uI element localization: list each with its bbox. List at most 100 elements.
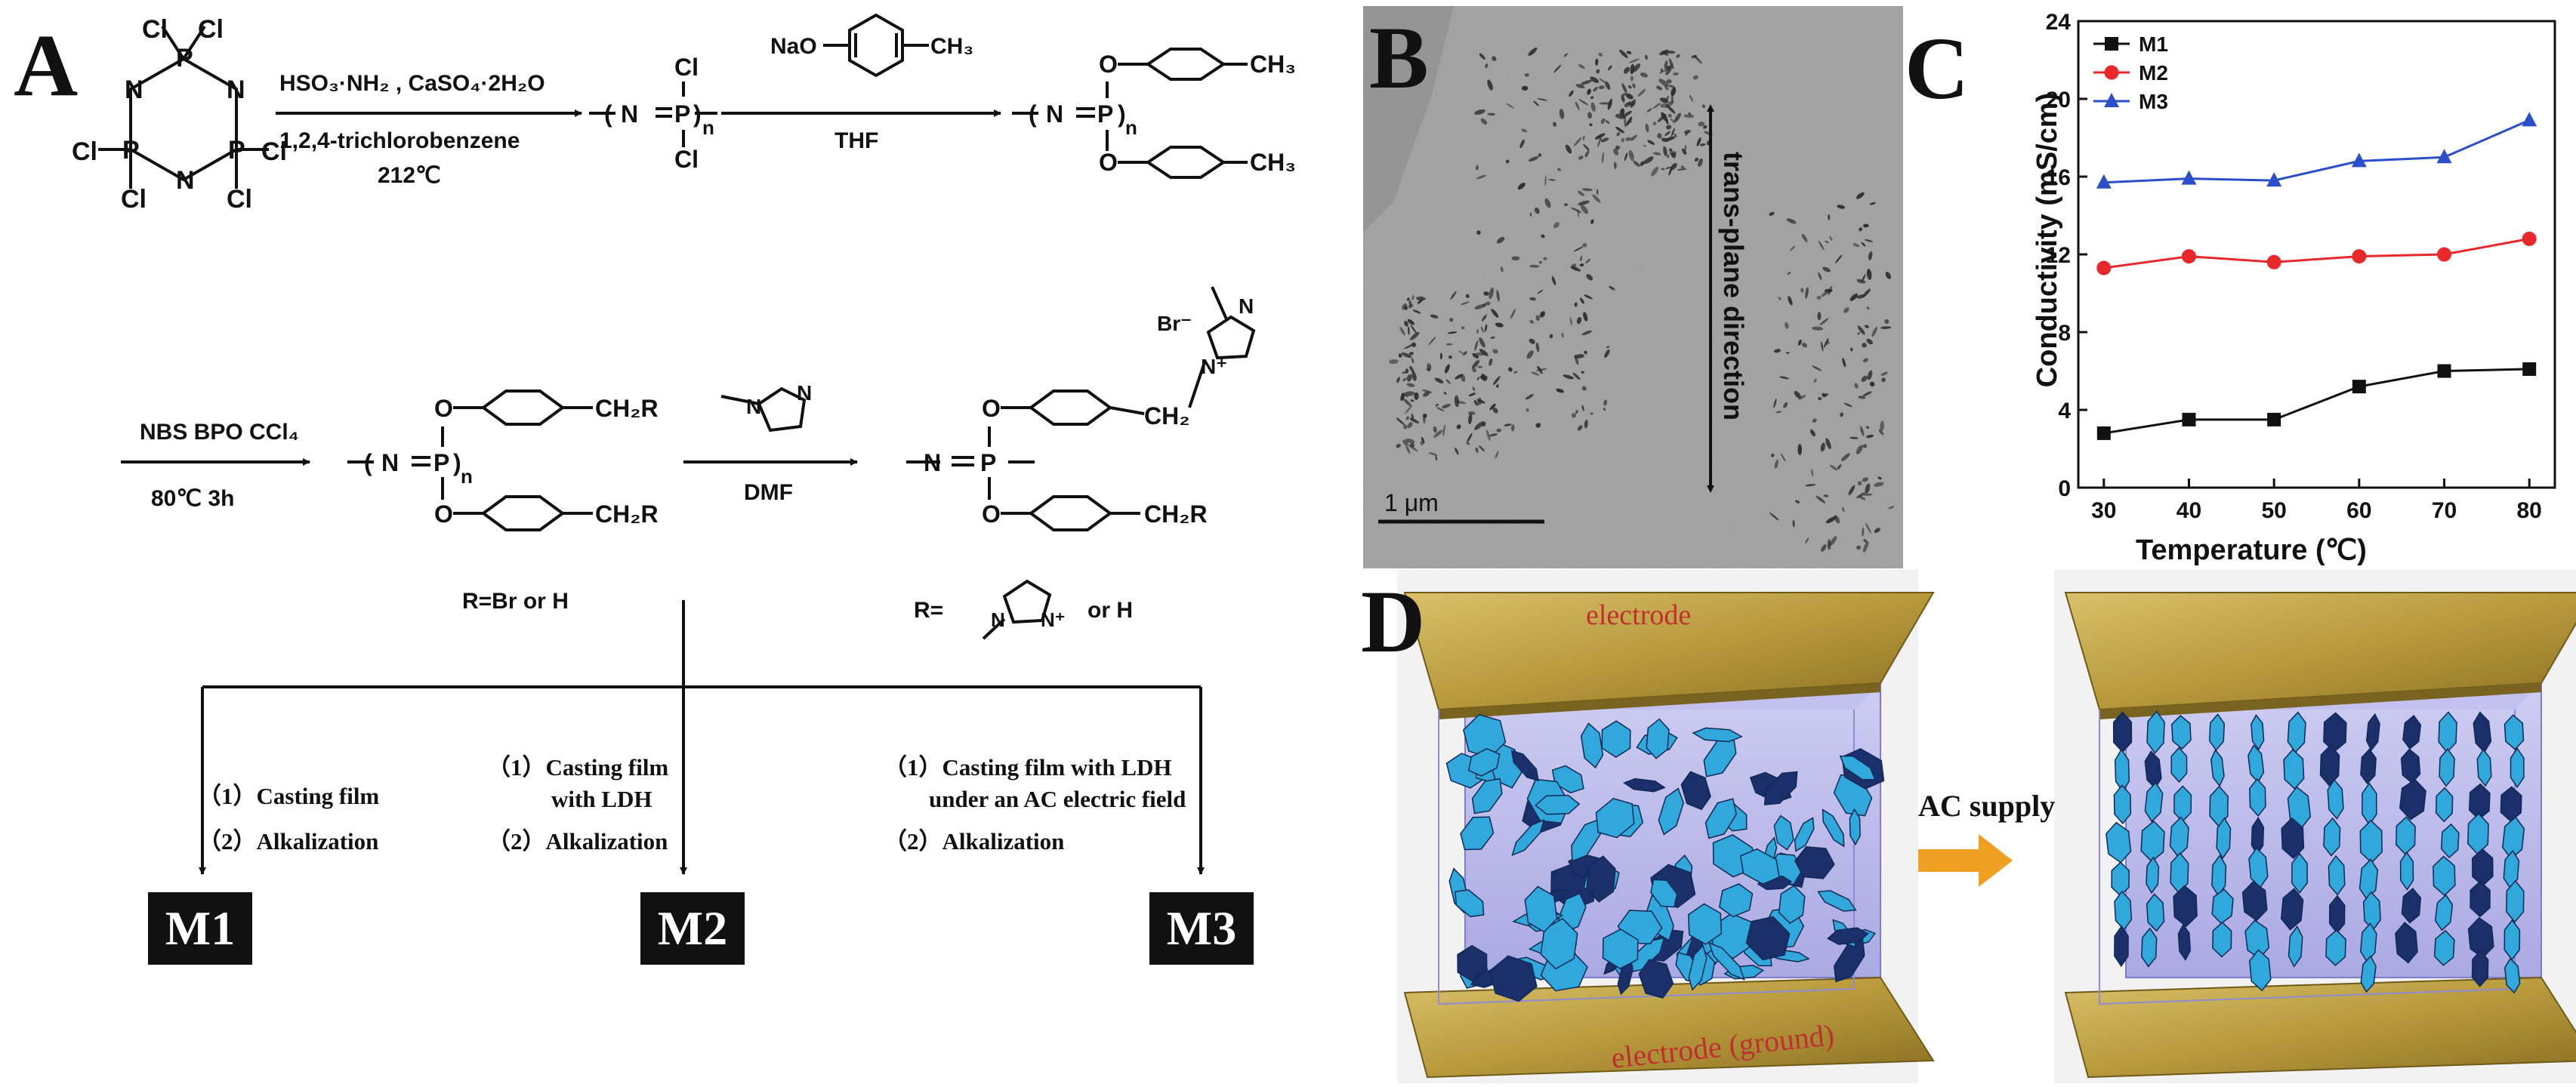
sem-particle: [1857, 331, 1860, 335]
legend-label-m1: M1: [2139, 32, 2168, 56]
sem-particle: [1579, 297, 1584, 304]
sem-particle: [1863, 223, 1869, 228]
sem-particle: [1465, 294, 1470, 298]
data-point-m2: [2181, 249, 2196, 264]
ldh-platelet-random: [1739, 848, 1780, 885]
sem-particle: [1485, 301, 1491, 306]
sem-particle: [1668, 85, 1676, 89]
product-n: N: [924, 449, 941, 476]
sem-particle: [1816, 295, 1822, 300]
sem-particle: [1496, 236, 1505, 244]
brom-ch2r-top: CH₂R: [595, 395, 659, 422]
sem-particle: [1626, 116, 1633, 126]
ldh-platelet-aligned: [2467, 916, 2494, 959]
ldh-platelet-aligned: [2473, 711, 2492, 753]
sem-particle: [1580, 255, 1583, 262]
ldh-platelet-random: [1638, 959, 1674, 999]
sem-particle: [1885, 272, 1891, 279]
ldh-platelet-aligned: [2249, 949, 2272, 992]
direction-arrow: [1378, 104, 1714, 524]
sem-particle: [1423, 414, 1427, 418]
top-electrode-edge: [1439, 683, 1880, 719]
sem-particle: [1472, 386, 1476, 391]
pbcp-ch3-bottom: CH₃: [1250, 149, 1296, 176]
sem-particle: [1584, 419, 1588, 429]
pdcp-sub-n: n: [702, 116, 714, 139]
ldh-platelet-random: [1794, 846, 1835, 879]
sem-particle: [1589, 123, 1593, 127]
sem-particle: [1543, 257, 1547, 260]
sem-particle: [1578, 99, 1589, 106]
ldh-platelet-random: [1688, 903, 1723, 945]
ldh-platelet-random: [1524, 885, 1558, 933]
ldh-platelet-aligned: [2283, 748, 2305, 790]
ldh-platelet-aligned: [2113, 784, 2132, 825]
sem-particle: [1652, 103, 1661, 109]
sem-particle: [1402, 377, 1407, 382]
sem-particle: [1605, 81, 1611, 91]
sem-particle: [1587, 112, 1593, 119]
ldh-platelet-aligned: [2177, 923, 2192, 961]
sem-particle: [1404, 391, 1415, 396]
ldh-platelet-aligned: [2328, 855, 2346, 896]
pdcp-p: P: [674, 100, 690, 128]
sem-particle: [1812, 326, 1824, 331]
y-tick-label: 24: [2046, 10, 2072, 35]
sem-particle: [1466, 442, 1470, 445]
ldh-platelet-aligned: [2248, 847, 2269, 888]
sem-particle: [1398, 353, 1402, 358]
sem-particle: [1406, 383, 1415, 387]
sem-particle: [1411, 294, 1414, 300]
sem-particle: [1410, 399, 1414, 402]
ldh-platelet-aligned: [2208, 713, 2226, 751]
y-tick-label: 4: [2058, 399, 2071, 423]
sem-particle: [1575, 101, 1580, 110]
ldh-platelet-aligned: [2467, 812, 2489, 855]
sem-particle: [1479, 337, 1485, 348]
data-point-m2: [2096, 260, 2112, 276]
sem-particle: [1473, 399, 1479, 406]
sem-particle: [1667, 113, 1673, 118]
ldh-platelet-aligned: [2323, 817, 2341, 857]
sem-particle: [1541, 234, 1545, 239]
ring-cl-4: Cl: [261, 137, 287, 166]
ldh-platelet-aligned: [2241, 881, 2268, 922]
sem-particle: [1590, 412, 1593, 415]
step-m2-2: （2）Alkalization: [487, 828, 668, 855]
sem-particle: [1869, 381, 1875, 387]
sem-particle: [1822, 266, 1831, 273]
sem-particle: [1693, 55, 1702, 64]
sem-particle: [1599, 78, 1607, 84]
sem-particle: [1828, 214, 1831, 220]
sem-particle: [1538, 153, 1542, 157]
ldh-platelet-aligned: [2470, 880, 2491, 918]
sem-particle: [1445, 343, 1453, 346]
data-point-m1: [2096, 426, 2111, 440]
sem-particle: [1399, 326, 1405, 336]
sem-particle: [1414, 392, 1419, 400]
ldh-platelet-aligned: [2506, 879, 2525, 923]
sem-micrograph: [1363, 6, 1903, 568]
sem-particle: [1605, 120, 1610, 125]
sem-particle: [1659, 49, 1669, 56]
sem-particle: [1866, 338, 1873, 345]
ldh-platelet-random: [1650, 879, 1678, 908]
sem-particle: [1583, 143, 1590, 151]
sem-particle: [1869, 202, 1876, 205]
sem-particle: [1409, 417, 1420, 423]
sem-particle: [1652, 152, 1661, 156]
sem-particle: [1477, 365, 1483, 368]
sem-particle: [1407, 422, 1413, 429]
sem-particle: [1683, 114, 1695, 119]
sem-particle: [1433, 430, 1443, 438]
sem-particle: [1402, 424, 1408, 430]
ldh-platelet-aligned: [2171, 714, 2192, 750]
ring-cl-6: Cl: [227, 185, 252, 214]
sem-particle: [1475, 447, 1479, 454]
ac-supply-label: AC supply: [1918, 789, 2055, 823]
sem-particle: [1820, 442, 1825, 452]
sem-particle: [1484, 324, 1488, 332]
legend-label-m2: M2: [2139, 61, 2168, 85]
sem-particle: [1624, 102, 1631, 108]
ldh-platelet-aligned: [2288, 925, 2303, 968]
